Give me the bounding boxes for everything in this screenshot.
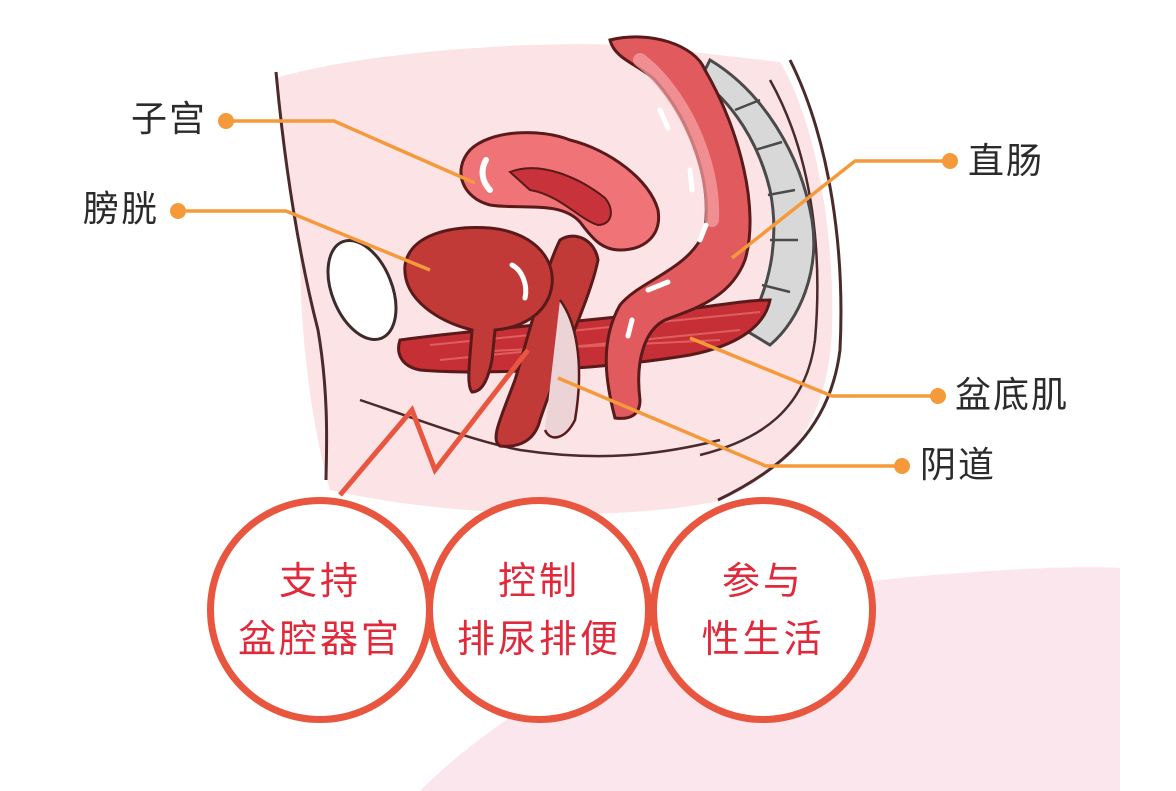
dot-bladder: [170, 203, 186, 219]
leader-line-vagina: [557, 376, 902, 468]
label-uterus: 子宫: [131, 99, 208, 140]
dot-rectum: [942, 153, 958, 169]
leader-line-uterus: [226, 119, 476, 185]
dot-vagina: [894, 458, 910, 474]
sacrum: [698, 57, 816, 347]
function-circle-sexual: 参与 性生活: [650, 497, 876, 723]
function-circle-control: 控制 排尿排便: [426, 497, 652, 723]
leader-line-bladder: [178, 209, 431, 272]
label-vagina: 阴道: [920, 445, 997, 486]
function-control-line1: 控制: [497, 559, 580, 603]
function-support-line1: 支持: [278, 559, 361, 603]
leader-dots: [170, 113, 958, 474]
vagina: [494, 234, 600, 448]
body-outline-right-inner: [699, 79, 819, 457]
dot-pelvic-floor: [930, 388, 946, 404]
pubic-bone: [326, 238, 398, 342]
pointer-zigzag: [338, 348, 530, 497]
label-rectum: 直肠: [968, 141, 1045, 182]
label-bladder: 膀胱: [83, 189, 160, 230]
function-support-line2: 盆腔器官: [237, 617, 402, 661]
body-outline-left: [274, 71, 329, 481]
function-sexual-line2: 性生活: [701, 617, 825, 661]
function-sexual-line1: 参与: [721, 559, 804, 603]
leader-lines: [178, 119, 950, 468]
dot-uterus: [218, 113, 234, 129]
function-control-line2: 排尿排便: [456, 617, 621, 661]
leader-line-pelvic-floor: [689, 336, 938, 398]
label-pelvic-floor: 盆底肌: [955, 375, 1070, 416]
function-circle-support: 支持 盆腔器官: [207, 497, 433, 723]
leader-line-rectum: [730, 159, 950, 260]
body-outline-right-outer: [717, 59, 843, 502]
